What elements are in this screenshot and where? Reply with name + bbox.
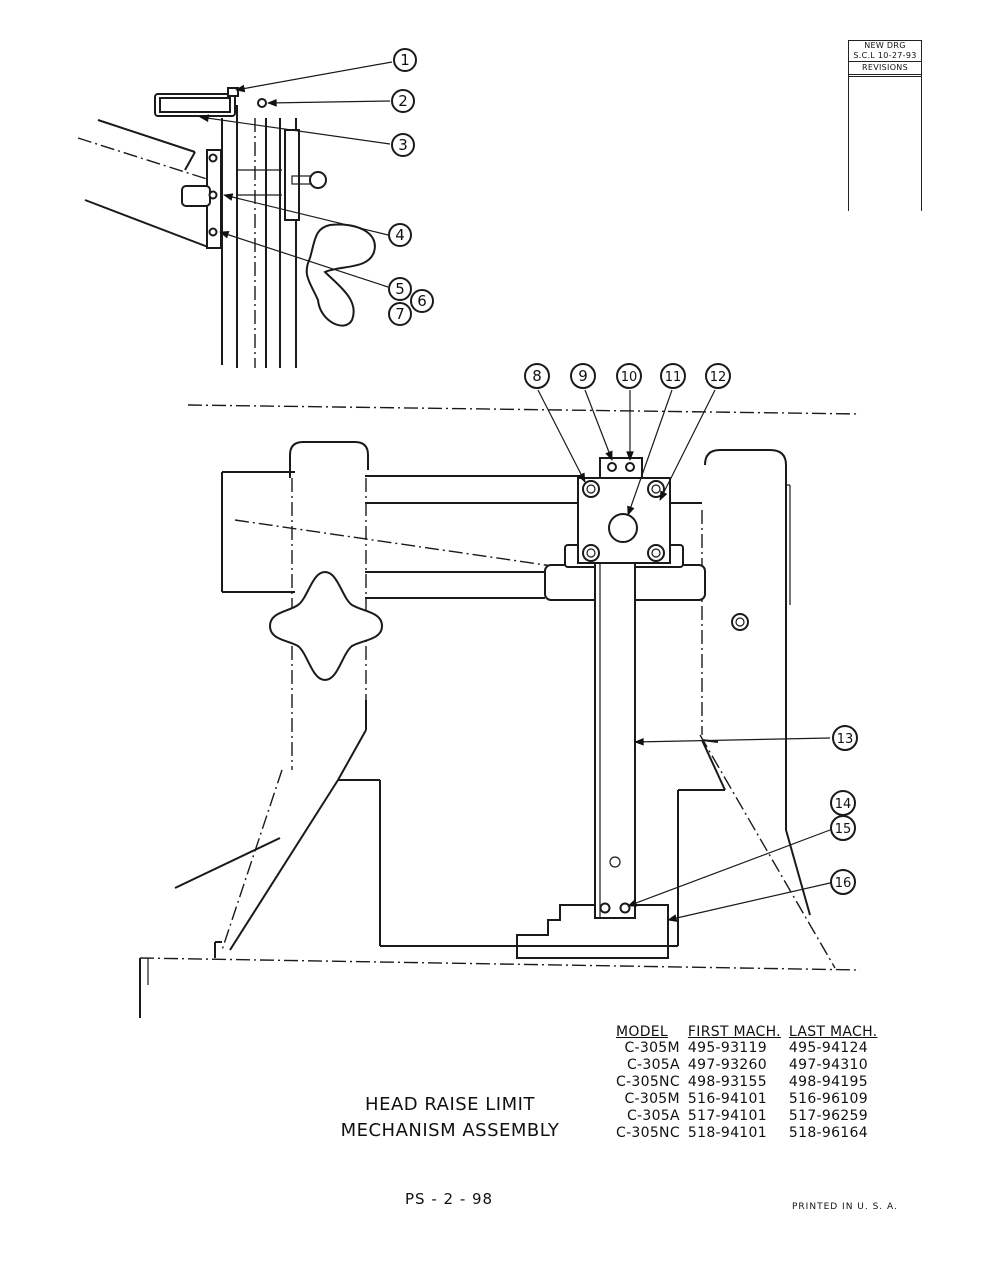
first-mach-cell: 517-94101 xyxy=(687,1108,767,1124)
first-mach-cell: 498-93155 xyxy=(687,1074,767,1090)
callout-8: 8 xyxy=(524,363,550,389)
col-header-model: MODEL xyxy=(616,1024,669,1040)
last-mach-cell: 517-96259 xyxy=(788,1108,868,1124)
svg-text:10: 10 xyxy=(621,370,638,385)
callout-9: 9 xyxy=(570,363,596,389)
model-cell: C-305A xyxy=(626,1108,680,1124)
callout-3: 3 xyxy=(391,133,415,157)
main-view xyxy=(139,404,861,1018)
model-cell: C-305M xyxy=(624,1091,680,1107)
revision-note: NEW DRG S.C.L 10-27-93 xyxy=(849,41,921,62)
model-cell: C-305NC xyxy=(616,1074,680,1090)
svg-text:9: 9 xyxy=(578,367,588,385)
svg-text:15: 15 xyxy=(835,822,852,837)
callout-14: 14 xyxy=(830,790,856,816)
page-number: PS - 2 - 98 xyxy=(405,1190,494,1208)
table-row: C-305NC 518-94101 518-96164 xyxy=(612,1125,881,1142)
callout-13: 13 xyxy=(832,725,858,751)
leader-lines xyxy=(199,61,831,922)
callout-6: 6 xyxy=(410,289,434,313)
callout-1: 1 xyxy=(393,48,417,72)
model-serial-table: MODEL FIRST MACH. LAST MACH. C-305M 495-… xyxy=(612,1024,881,1142)
svg-text:11: 11 xyxy=(665,370,682,385)
callout-16: 16 xyxy=(830,869,856,895)
svg-text:2: 2 xyxy=(398,92,408,110)
last-mach-cell: 497-94310 xyxy=(788,1057,868,1073)
table-header-row: MODEL FIRST MACH. LAST MACH. xyxy=(612,1024,881,1040)
last-mach-cell: 516-96109 xyxy=(788,1091,868,1107)
callout-12: 12 xyxy=(705,363,731,389)
svg-text:3: 3 xyxy=(398,136,408,154)
callout-10: 10 xyxy=(616,363,642,389)
svg-text:6: 6 xyxy=(417,292,427,310)
first-mach-cell: 516-94101 xyxy=(687,1091,767,1107)
last-mach-cell: 518-96164 xyxy=(788,1125,868,1141)
assembly-title-line-1: HEAD RAISE LIMIT xyxy=(365,1094,535,1115)
last-mach-cell: 495-94124 xyxy=(788,1040,868,1056)
svg-text:13: 13 xyxy=(837,732,854,747)
top-detail-view xyxy=(77,87,376,368)
svg-text:16: 16 xyxy=(835,876,852,891)
svg-text:12: 12 xyxy=(710,370,727,385)
table-row: C-305M 516-94101 516-96109 xyxy=(612,1091,881,1108)
col-header-last-mach: LAST MACH. xyxy=(788,1024,878,1040)
first-mach-cell: 497-93260 xyxy=(687,1057,767,1073)
first-mach-cell: 495-93119 xyxy=(687,1040,767,1056)
callout-4: 4 xyxy=(388,223,412,247)
svg-text:8: 8 xyxy=(532,367,542,385)
revision-line-1: NEW DRG xyxy=(864,41,906,50)
first-mach-cell: 518-94101 xyxy=(687,1125,767,1141)
callout-5: 5 xyxy=(388,277,412,301)
callout-15: 15 xyxy=(830,815,856,841)
svg-text:4: 4 xyxy=(395,226,405,244)
callout-7: 7 xyxy=(388,302,412,326)
table-row: C-305NC 498-93155 498-94195 xyxy=(612,1074,881,1091)
model-cell: C-305A xyxy=(626,1057,680,1073)
revision-line-2: S.C.L 10-27-93 xyxy=(853,51,917,60)
revisions-label: REVISIONS xyxy=(849,62,921,77)
model-cell: C-305NC xyxy=(616,1125,680,1141)
col-header-first-mach: FIRST MACH. xyxy=(687,1024,781,1040)
last-mach-cell: 498-94195 xyxy=(788,1074,868,1090)
model-cell: C-305M xyxy=(624,1040,680,1056)
table-row: C-305A 517-94101 517-96259 xyxy=(612,1108,881,1125)
callout-11: 11 xyxy=(660,363,686,389)
assembly-title: HEAD RAISE LIMIT MECHANISM ASSEMBLY xyxy=(320,1092,580,1144)
svg-text:5: 5 xyxy=(395,280,405,298)
printed-in-label: PRINTED IN U. S. A. xyxy=(792,1202,898,1212)
callout-2: 2 xyxy=(391,89,415,113)
svg-text:1: 1 xyxy=(400,51,410,69)
revision-block: NEW DRG S.C.L 10-27-93 REVISIONS xyxy=(848,40,922,211)
svg-text:7: 7 xyxy=(395,305,405,323)
svg-text:14: 14 xyxy=(835,797,852,812)
assembly-title-line-2: MECHANISM ASSEMBLY xyxy=(340,1120,560,1141)
table-row: C-305A 497-93260 497-94310 xyxy=(612,1057,881,1074)
table-row: C-305M 495-93119 495-94124 xyxy=(612,1040,881,1057)
